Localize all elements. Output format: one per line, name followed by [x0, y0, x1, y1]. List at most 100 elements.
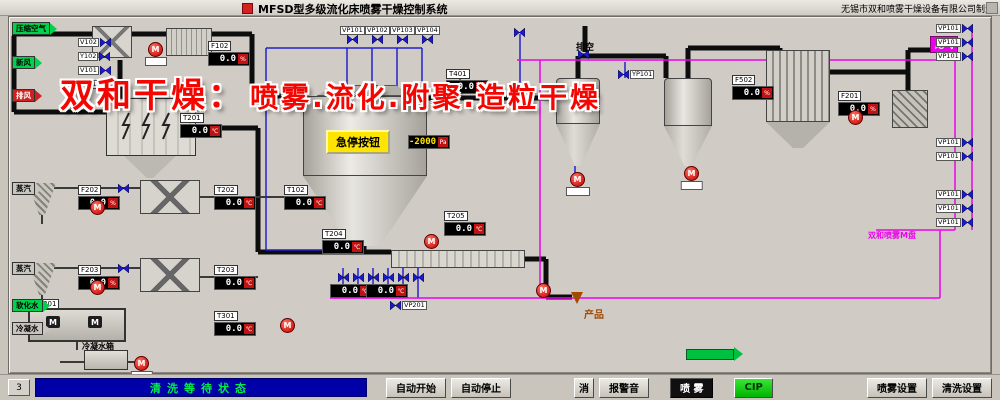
emergency-stop-button[interactable]: 急停按钮: [326, 130, 390, 154]
valve-icon: [118, 264, 129, 273]
valve-VP101[interactable]: VP101: [936, 152, 973, 161]
valve-VP103[interactable]: VP103: [390, 26, 415, 44]
mute-button[interactable]: 消: [574, 377, 594, 398]
lcd-display: 0.0℃: [284, 196, 326, 210]
valve-unlabeled[interactable]: [413, 273, 424, 282]
pump[interactable]: M: [280, 318, 295, 333]
valve-icon: [961, 218, 973, 227]
lcd-display: 0.0%: [208, 52, 250, 66]
valve-icon: [421, 35, 433, 44]
valve-VP101[interactable]: VP101: [936, 24, 973, 33]
condensate-tank: [84, 350, 128, 370]
page-indicator[interactable]: 3: [8, 379, 30, 396]
pulse-jet-icon: [121, 112, 171, 140]
valve-unlabeled[interactable]: [353, 273, 364, 282]
valve-VP104[interactable]: VP104: [415, 26, 440, 44]
cyclone-1-body: [556, 78, 600, 124]
cip-button[interactable]: CIP: [734, 377, 773, 398]
valve-icon: [338, 273, 349, 282]
inlet-arrow-压缩空气: 压缩空气: [12, 22, 57, 35]
valve-icon: [99, 80, 111, 89]
valve-V101[interactable]: V101: [78, 66, 111, 75]
valve-icon: [618, 70, 629, 79]
valve-icon: [961, 24, 973, 33]
pump[interactable]: M: [848, 110, 863, 125]
heat-exchanger-1: [140, 180, 200, 214]
spray-button[interactable]: 喷 雾: [670, 377, 714, 398]
vibrating-fluid-bed: [391, 250, 525, 268]
valve-unlabeled[interactable]: [398, 273, 409, 282]
valve-icon: [368, 273, 379, 282]
valve-VP201[interactable]: VP201: [390, 301, 427, 310]
inlet-arrow-新风: 新风: [12, 56, 42, 69]
valve-icon: [961, 204, 973, 213]
pump[interactable]: M: [90, 200, 105, 215]
clean-settings-button[interactable]: 清洗设置: [932, 377, 992, 398]
valve-icon: [961, 38, 973, 47]
valve-icon: [99, 38, 111, 47]
valve-VP101[interactable]: VP101: [340, 26, 365, 44]
pump[interactable]: M: [424, 234, 439, 249]
valve-VP101[interactable]: VP101: [936, 218, 973, 227]
valve-icon: [396, 35, 408, 44]
lcd-display: 0.0℃: [366, 284, 408, 298]
valve-V102[interactable]: V102: [78, 38, 111, 47]
valve-Y102[interactable]: Y102: [78, 52, 111, 61]
valve-VP101[interactable]: VP101: [936, 52, 973, 61]
valve-unlabeled[interactable]: [118, 184, 129, 193]
valve-unlabeled[interactable]: [368, 273, 379, 282]
valve-VP101[interactable]: VP101: [936, 190, 973, 199]
heat-exchanger-2: [140, 258, 200, 292]
pump[interactable]: M: [90, 280, 105, 295]
valve-unlabeled[interactable]: [383, 273, 394, 282]
mixer-icon: M: [88, 316, 102, 328]
valve-VP101[interactable]: VP101: [936, 138, 973, 147]
pump-P101[interactable]: MP101: [130, 356, 153, 380]
spray-settings-button[interactable]: 喷雾设置: [867, 377, 927, 398]
cyclone-2-body: [664, 78, 712, 126]
auto-start-button[interactable]: 自动开始: [386, 377, 446, 398]
valve-Y101[interactable]: Y101: [78, 80, 111, 89]
dryer-lid: [316, 85, 414, 96]
instrument-display: 0.0℃: [366, 284, 408, 298]
pump[interactable]: M: [536, 283, 551, 298]
lcd-display: 0.0℃: [446, 80, 488, 94]
auto-stop-button[interactable]: 自动停止: [451, 377, 511, 398]
valve-icon: [514, 28, 525, 37]
valve-unlabeled[interactable]: [338, 273, 349, 282]
lcd-display: 0.0%: [732, 86, 774, 100]
window-title: MFSD型多级流化床喷雾干燥控制系统: [258, 3, 448, 16]
product-arrow-icon: [571, 292, 583, 304]
valve-unlabeled[interactable]: [118, 264, 129, 273]
alarm-sound-button[interactable]: 报警音: [599, 377, 649, 398]
lcd-display: 0.0℃: [214, 276, 256, 290]
valve-VP102[interactable]: VP102: [365, 26, 390, 44]
valve-icon: [346, 35, 358, 44]
valve-VP101[interactable]: VP101: [936, 204, 973, 213]
valve-YP101[interactable]: YP101: [618, 70, 655, 79]
valve-icon: [578, 50, 589, 59]
valve-unlabeled[interactable]: [578, 50, 589, 59]
valve-icon: [961, 190, 973, 199]
cip-return-arrow-icon: [686, 347, 743, 361]
valve-VP101[interactable]: VP101: [936, 38, 973, 47]
valve-unlabeled[interactable]: [514, 28, 525, 37]
lcd-display: 0.0℃: [214, 322, 256, 336]
valve-icon: [961, 52, 973, 61]
